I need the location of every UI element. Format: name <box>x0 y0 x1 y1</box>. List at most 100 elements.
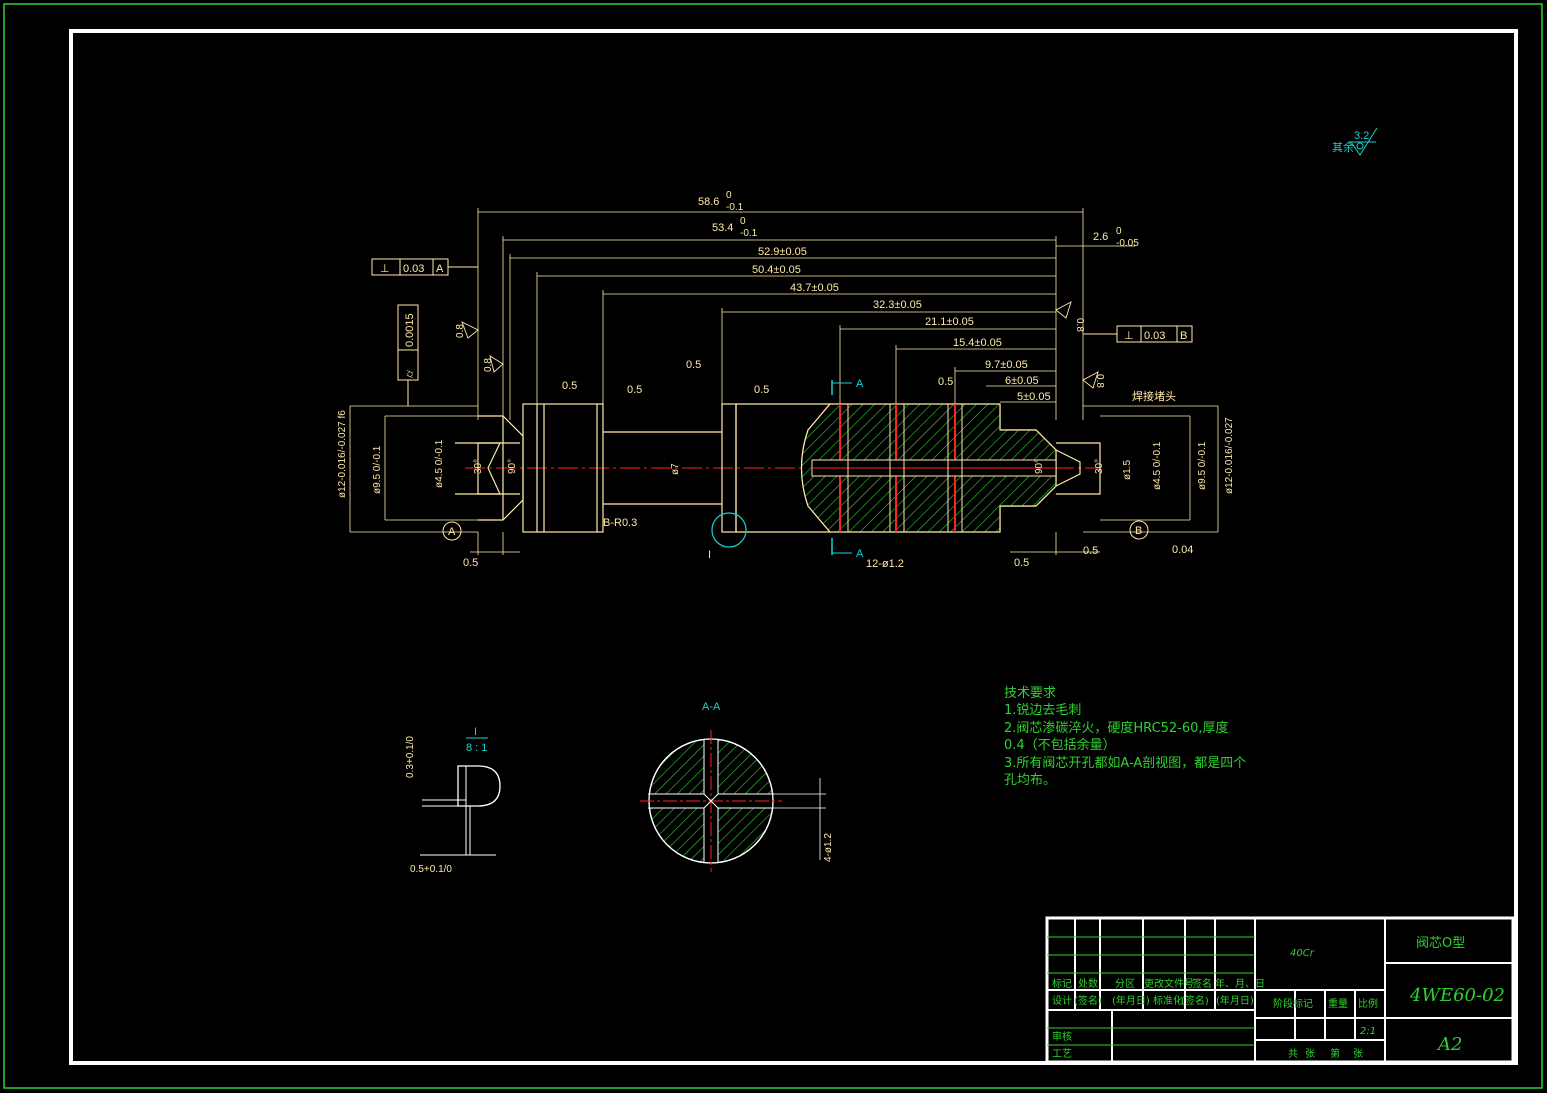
svg-text:更改文件号: 更改文件号 <box>1144 977 1194 990</box>
dim-50-4: 50.4±0.05 <box>752 264 801 276</box>
svg-text:共: 共 <box>1288 1048 1298 1060</box>
svg-text:处数: 处数 <box>1078 977 1098 990</box>
svg-text:ø12-0.016/-0.027: ø12-0.016/-0.027 <box>1224 417 1235 494</box>
svg-text:其余: 其余 <box>1332 140 1354 154</box>
svg-text:0.5: 0.5 <box>627 384 642 396</box>
section-aa: A-A 4-ø1.2 <box>640 701 834 872</box>
drawing-frame <box>69 29 1518 1065</box>
svg-text:ø1.5: ø1.5 <box>1122 460 1133 480</box>
detail-circle <box>711 512 747 548</box>
svg-text:0: 0 <box>726 190 732 201</box>
svg-text:3.所有阀芯开孔都如A-A剖视图，都是四个: 3.所有阀芯开孔都如A-A剖视图，都是四个 <box>1004 755 1246 771</box>
svg-text:0.8: 0.8 <box>1074 318 1085 332</box>
svg-text:ø7: ø7 <box>670 463 681 475</box>
material: 40Cr <box>1290 948 1315 959</box>
svg-text:A: A <box>856 548 864 560</box>
svg-text:0: 0 <box>740 216 746 227</box>
sheet-size: A2 <box>1436 1034 1462 1055</box>
scale-value: 2:1 <box>1360 1026 1376 1037</box>
svg-text:(签名): (签名) <box>1181 994 1209 1007</box>
svg-text:(年月日): (年月日) <box>1112 994 1150 1007</box>
svg-text:签名: 签名 <box>1192 977 1212 990</box>
hatched-section <box>800 403 1057 533</box>
svg-text:4-ø1.2: 4-ø1.2 <box>823 833 834 862</box>
svg-text:0.5: 0.5 <box>1014 557 1029 569</box>
datum-b: B <box>1129 520 1149 540</box>
svg-text:I: I <box>474 726 477 738</box>
svg-text:8 : 1: 8 : 1 <box>466 742 487 754</box>
svg-text:0.5: 0.5 <box>754 384 769 396</box>
roughness-symbols <box>461 301 1099 389</box>
svg-text:比例: 比例 <box>1358 997 1378 1010</box>
svg-text:标准化: 标准化 <box>1153 994 1183 1007</box>
svg-text:0.3+0.1/0: 0.3+0.1/0 <box>405 736 416 778</box>
svg-text:⊥: ⊥ <box>1124 330 1134 342</box>
svg-text:ø4.5 0/-0.1: ø4.5 0/-0.1 <box>434 439 445 488</box>
detail-view: I 8 : 1 0.3+0.1/0 0.5+0.1/0 <box>405 726 501 875</box>
dim-52-9: 52.9±0.05 <box>758 246 807 258</box>
svg-text:A: A <box>856 378 864 390</box>
svg-text:0: 0 <box>1116 226 1122 237</box>
section-marks: A A <box>831 378 864 560</box>
svg-text:-0.1: -0.1 <box>726 202 744 213</box>
svg-text:12-ø1.2: 12-ø1.2 <box>866 558 904 570</box>
svg-text:A-A: A-A <box>702 701 721 713</box>
svg-text:技术要求: 技术要求 <box>1004 686 1056 701</box>
svg-text:1.锐边去毛刺: 1.锐边去毛刺 <box>1004 703 1081 718</box>
svg-text:ø4.5 0/-0.1: ø4.5 0/-0.1 <box>1152 441 1163 490</box>
dim-58-6: 58.6 <box>698 196 719 208</box>
svg-text:孔均布。: 孔均布。 <box>1004 773 1056 788</box>
svg-text:-0.1: -0.1 <box>740 228 758 239</box>
dim-53-4: 53.4 <box>712 222 733 234</box>
svg-text:3.2: 3.2 <box>1354 130 1369 142</box>
dim-2-6: 2.6 <box>1093 231 1108 243</box>
svg-text:0.03: 0.03 <box>403 263 424 275</box>
svg-text:0.8: 0.8 <box>483 358 494 372</box>
svg-text:⊥: ⊥ <box>380 263 390 275</box>
svg-text:0.5: 0.5 <box>463 557 478 569</box>
svg-text:0.5: 0.5 <box>562 380 577 392</box>
drawing-number: 4WE60-02 <box>1409 985 1505 1006</box>
svg-text:0.8: 0.8 <box>455 324 466 338</box>
svg-text:张: 张 <box>1305 1048 1315 1060</box>
outer-border <box>3 3 1543 1089</box>
svg-text:0.0015: 0.0015 <box>404 313 416 347</box>
dim-5: 5±0.05 <box>1017 391 1051 403</box>
svg-text:0.04: 0.04 <box>1172 544 1193 556</box>
svg-text:标记: 标记 <box>1052 978 1072 990</box>
gdt-cylindricity: ⌭ 0.0015 <box>397 304 419 406</box>
svg-text:张: 张 <box>1353 1048 1363 1060</box>
title-block: 标记 处数 分区 更改文件号 签名 年、月、日 设计 (签名) (年月日) 标准… <box>1045 916 1515 1064</box>
top-dimension-labels: 58.6 0 -0.1 53.4 0 -0.1 52.9±0.05 50.4±0… <box>337 190 1235 570</box>
svg-text:0.4（不包括余量）: 0.4（不包括余量） <box>1004 737 1116 753</box>
svg-text:B: B <box>1180 330 1187 342</box>
svg-text:2.阀芯渗碳淬火，硬度HRC52-60,厚度: 2.阀芯渗碳淬火，硬度HRC52-60,厚度 <box>1004 720 1229 736</box>
svg-text:0.5: 0.5 <box>938 376 953 388</box>
svg-text:年、月、日: 年、月、日 <box>1215 977 1265 990</box>
dim-6: 6±0.05 <box>1005 375 1039 387</box>
svg-text:30°: 30° <box>1094 459 1105 474</box>
gdt-left: ⊥ 0.03 A <box>371 258 478 276</box>
svg-text:设计: 设计 <box>1052 994 1072 1007</box>
svg-text:焊接堵头: 焊接堵头 <box>1132 389 1176 403</box>
gdt-right: ⊥ 0.03 B <box>1083 325 1193 343</box>
svg-text:(签名): (签名) <box>1074 994 1102 1007</box>
part-name: 阀芯O型 <box>1416 936 1465 951</box>
svg-text:-0.05: -0.05 <box>1116 238 1139 249</box>
dim-21-1: 21.1±0.05 <box>925 316 974 328</box>
svg-text:0.5+0.1/0: 0.5+0.1/0 <box>410 864 452 875</box>
svg-text:0.8: 0.8 <box>1094 374 1105 388</box>
svg-text:ø12-0.016/-0.027 f6: ø12-0.016/-0.027 f6 <box>337 410 348 498</box>
svg-text:ø9.5 0/-0.1: ø9.5 0/-0.1 <box>372 445 383 494</box>
svg-text:阶段标记: 阶段标记 <box>1273 997 1313 1010</box>
datum-a: A <box>442 521 462 541</box>
dim-32-3: 32.3±0.05 <box>873 299 922 311</box>
roughness-note: 其余 3.2 <box>1332 127 1378 156</box>
svg-text:分区: 分区 <box>1115 978 1135 990</box>
svg-text:第: 第 <box>1330 1047 1340 1060</box>
svg-text:⌭: ⌭ <box>404 370 416 378</box>
svg-text:B-R0.3: B-R0.3 <box>603 517 637 529</box>
svg-text:B: B <box>1135 525 1142 537</box>
svg-text:重量: 重量 <box>1328 997 1348 1010</box>
